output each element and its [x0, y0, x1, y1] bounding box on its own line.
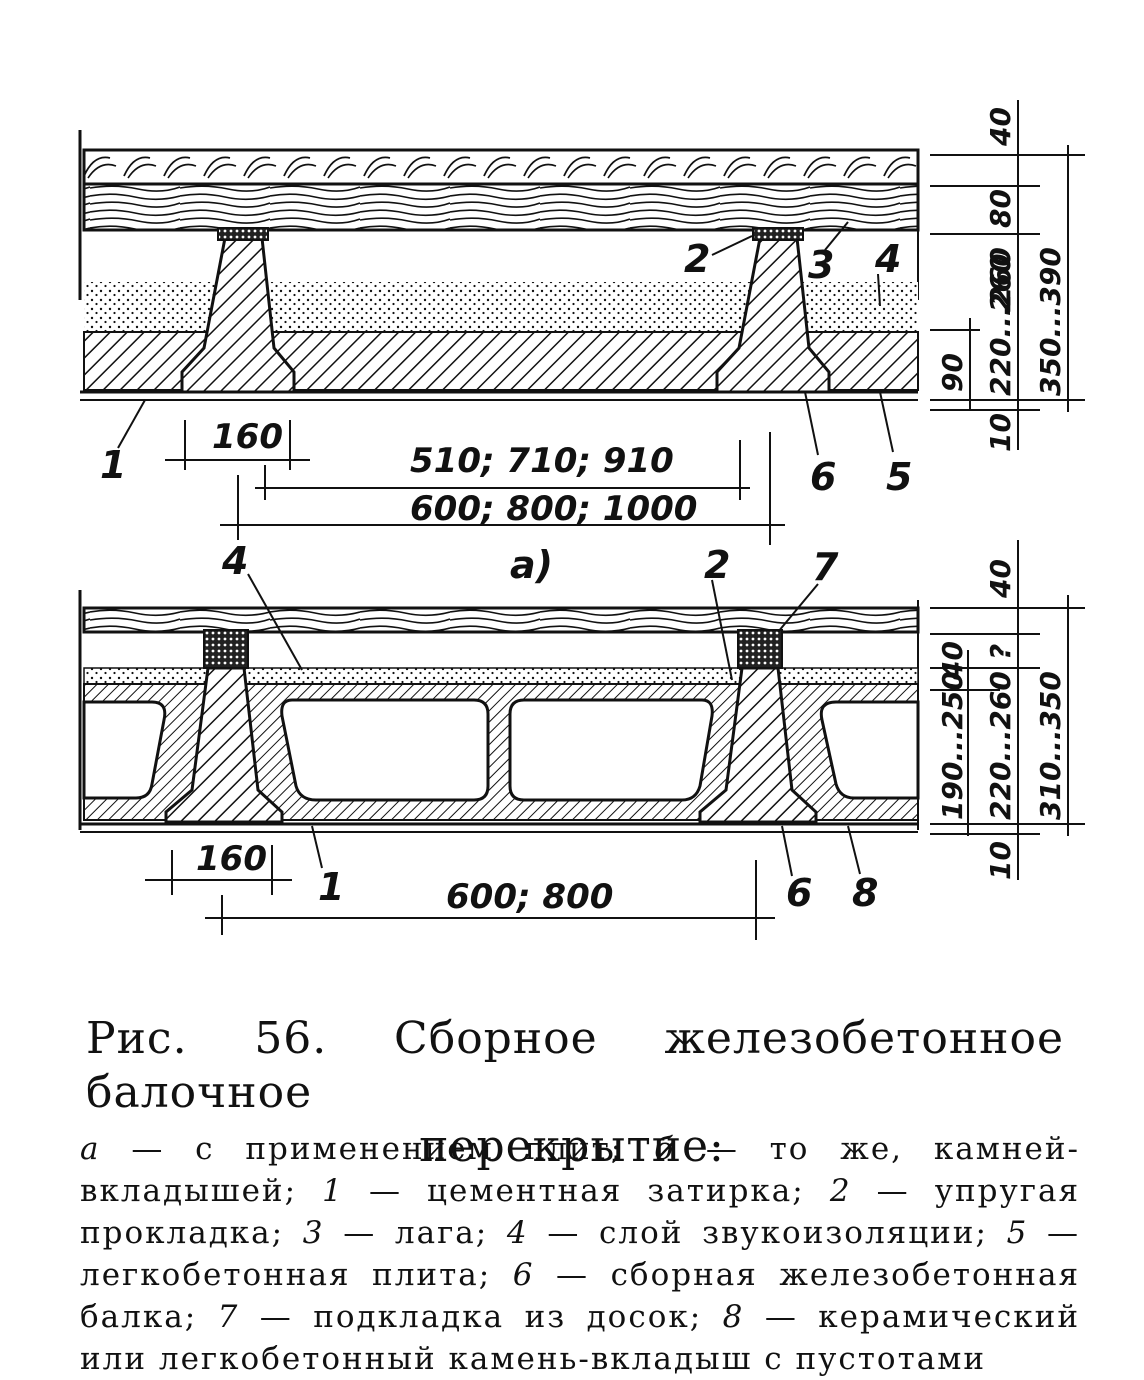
dim-a-40: 40: [984, 107, 1017, 147]
precast-beam-left: [180, 236, 296, 394]
dim-b-question: ?: [984, 644, 1017, 660]
panel-a-leaders: [117, 221, 894, 456]
dim-a-80: 80: [984, 189, 1017, 228]
callout-a-6: 6: [810, 455, 836, 499]
callout-b-8: 8: [852, 871, 878, 915]
dim-b-220-260: 220...260: [984, 671, 1017, 820]
legend-item-1: 1 — цементная затирка;: [322, 1173, 805, 1209]
panel-a-bottom-dimensions: [165, 420, 785, 545]
panel-a-section: [78, 130, 920, 401]
callout-b-6: 6: [786, 871, 812, 915]
callout-a-1: 1: [100, 443, 126, 487]
precast-beam-right: [715, 236, 831, 394]
callout-b-2: 2: [704, 543, 730, 587]
dim-a-220-260: 220...260: [984, 247, 1017, 396]
callout-a-5: 5: [886, 455, 912, 499]
floor-boards: [82, 148, 920, 186]
legend-item-b: б — то же, камней-вкладышей;: [80, 1131, 1080, 1209]
panel-b-leaders: [247, 573, 861, 877]
legend-item-3: 3 — лага;: [302, 1215, 489, 1251]
legend-item-2: 2 — упругая прокладка;: [80, 1173, 1080, 1251]
callout-b-1: 1: [318, 865, 344, 909]
dim-a-260: 260: [984, 254, 1017, 312]
callout-a-2: 2: [684, 237, 710, 281]
legend-item-8: 8 — керамический или легкобетонный камен…: [80, 1299, 1080, 1377]
dim-a-90: 90: [936, 353, 969, 392]
figure-legend: а — с применением плит; б — то же, камне…: [80, 1128, 1080, 1380]
legend-item-4: 4 — слой звукоизоляции;: [506, 1215, 988, 1251]
elastic-pad-right: [752, 227, 804, 241]
dim-a-350-390: 350...390: [1034, 247, 1067, 396]
dim-b-40-mid: 40: [936, 641, 969, 681]
block-void-left-edge: [82, 700, 167, 800]
callout-b-4: 4: [221, 539, 248, 583]
panel-b-right-dimensions: [930, 540, 1085, 880]
block-void-1: [280, 698, 490, 802]
board-pad-left: [203, 629, 249, 669]
precast-beam-b-right: [698, 666, 818, 824]
block-void-2: [508, 698, 714, 802]
precast-beam-b-left: [164, 666, 284, 824]
dim-b-310-350: 310...350: [1034, 671, 1067, 820]
caption-title-line2: перекрытие:: [419, 1121, 725, 1172]
dim-a-160: 160: [212, 417, 283, 457]
dim-a-510-710-910: 510; 710; 910: [410, 441, 674, 481]
block-void-right-edge: [819, 700, 920, 800]
joist-lag: [82, 182, 920, 232]
board-pad-right: [737, 629, 783, 669]
panel-a-label: а): [510, 543, 553, 587]
legend-item-6: 6 — сборная железобетонная балка;: [80, 1257, 1081, 1335]
dim-a-10: 10: [984, 413, 1017, 452]
legend-item-7: 7 — подкладка из досок;: [217, 1299, 703, 1335]
panel-b-section: [78, 590, 920, 833]
legend-item-a: а — с применением плит;: [80, 1131, 624, 1167]
dim-b-40-top: 40: [984, 559, 1017, 599]
dim-b-190-250: 190...250: [936, 671, 969, 820]
panel-a-right-dimensions: [930, 100, 1085, 450]
figure-caption-title: Рис. 56. Сборное железобетонное балочное…: [40, 1012, 1104, 1174]
caption-title-line1: Рис. 56. Сборное железобетонное балочное: [86, 1013, 1064, 1118]
legend-item-5: 5 — легкобетонная плита;: [80, 1215, 1081, 1293]
panel-b-bottom-dimensions: [145, 845, 775, 940]
callout-a-4: 4: [874, 237, 901, 281]
callout-b-7: 7: [812, 545, 839, 589]
floor-construction-diagram: 160 510; 710; 910 600; 800; 1000 а) 1 2 …: [78, 100, 1085, 940]
dim-b-10: 10: [984, 841, 1017, 880]
dim-a-600-800-1000: 600; 800; 1000: [410, 489, 697, 529]
callout-a-3: 3: [808, 243, 834, 287]
dim-b-600-800: 600; 800: [446, 877, 613, 917]
dim-b-160: 160: [196, 839, 267, 879]
elastic-pad-left: [217, 227, 269, 241]
floor-board-b: [82, 606, 920, 634]
